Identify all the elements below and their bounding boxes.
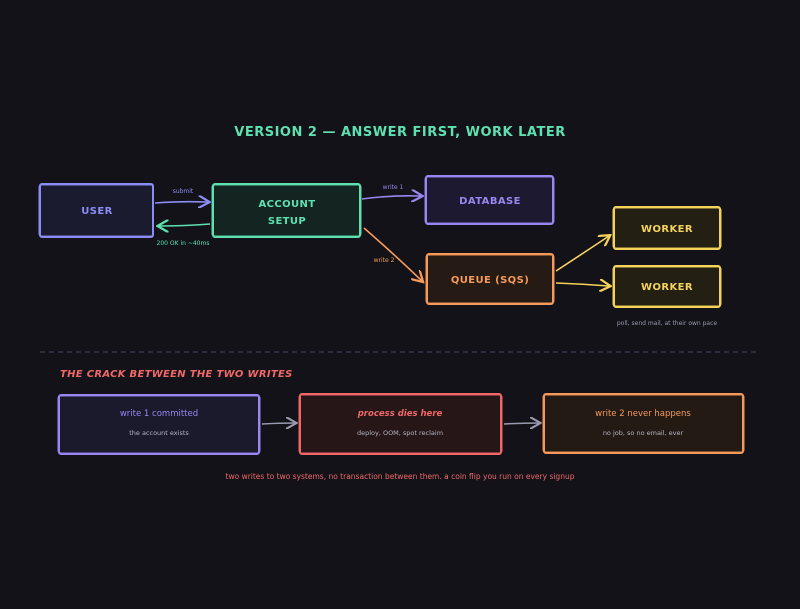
edge-write1-label: write 1 [383,184,404,191]
worker-note: poll, send mail, at their own pace [617,320,718,327]
worker-node-2: WORKER [612,265,722,308]
user-node: USER [38,183,154,238]
crack-box-1-heading: write 1 committed [120,409,198,419]
crack-section-title: THE CRACK BETWEEN THE TWO WRITES [60,369,293,380]
crack-box-write1: write 1 committed the account exists [57,394,261,455]
queue-node: QUEUE (SQS) [425,253,555,305]
worker-2-label: WORKER [641,282,693,293]
diagram-title: VERSION 2 — ANSWER FIRST, WORK LATER [234,125,565,140]
database-label: DATABASE [459,196,521,207]
edge-response-label: 200 OK in ~40ms [157,240,210,247]
edge-submit: submit [154,188,208,203]
account-setup-label-line2: SETUP [268,216,306,227]
user-label: USER [81,206,112,217]
edge-queue-worker1 [555,236,609,272]
crack-box-write2: write 2 never happens no job, so no emai… [542,393,745,454]
crack-arrow-2 [503,423,539,424]
crack-footnote: two writes to two systems, no transactio… [226,472,575,481]
edge-write2-label: write 2 [374,257,395,264]
crack-arrow-1 [261,423,295,424]
queue-label: QUEUE (SQS) [451,275,529,286]
database-node: DATABASE [424,175,555,225]
crack-box-2-heading: process dies here [357,409,443,419]
crack-box-2-sub: deploy, OOM, spot reclaim [357,429,443,437]
crack-box-3-heading: write 2 never happens [595,409,691,419]
account-setup-node: ACCOUNT SETUP [211,183,362,238]
edge-response: 200 OK in ~40ms [157,224,211,247]
worker-node-1: WORKER [612,206,722,250]
crack-box-3-sub: no job, so no email, ever [603,429,684,437]
edge-submit-label: submit [173,188,194,195]
edge-queue-worker2 [555,283,609,286]
crack-box-1-sub: the account exists [129,429,189,437]
account-setup-label-line1: ACCOUNT [258,199,315,210]
crack-box-process-dies: process dies here deploy, OOM, spot recl… [298,393,503,455]
edge-write2: write 2 [363,227,422,281]
worker-1-label: WORKER [641,224,693,235]
edge-write1: write 1 [361,184,421,199]
